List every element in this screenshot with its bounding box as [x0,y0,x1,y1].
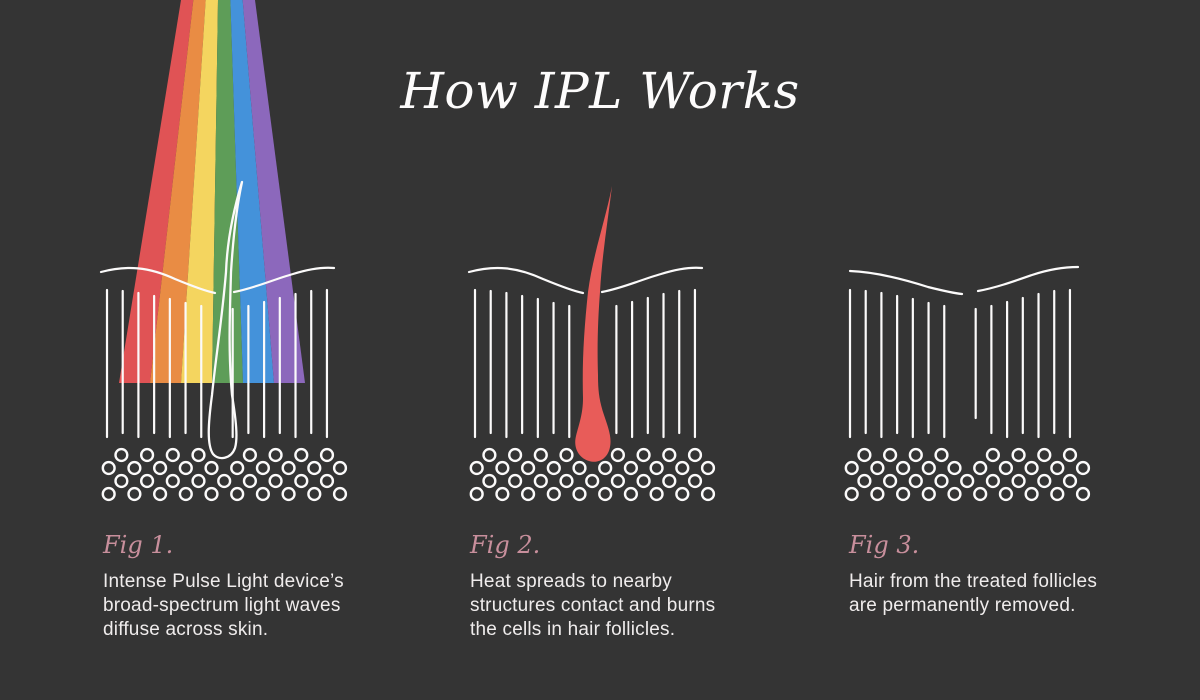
skin-surface-line [467,266,704,295]
figure-1-caption-text: Intense Pulse Light device’s broad-spect… [103,571,344,640]
beam-band-4 [212,0,243,383]
figure-1-label: Fig 1. [103,531,174,559]
skin-cross-section-fig2 [467,186,716,502]
figure-2-caption-block: Fig 2. Heat spreads to nearby structures… [470,531,720,642]
ipl-diagram [99,0,1091,502]
skin-surface-line [848,265,1080,296]
beam-band-2 [150,0,206,383]
heated-hair-follicle [575,186,612,462]
beam-band-3 [181,0,218,383]
dermis-cells [844,447,1091,502]
hair-with-follicle [207,180,244,460]
beam-band-5 [230,0,274,383]
skin-cross-section-fig1 [99,180,348,502]
epidermis-lines [105,288,329,439]
figure-3-caption-text: Hair from the treated follicles are perm… [849,571,1098,616]
figure-1-caption-block: Fig 1. Intense Pulse Light device’s broa… [103,531,353,642]
figure-3-label: Fig 3. [849,531,920,559]
figure-3-caption-block: Fig 3. Hair from the treated follicles a… [849,531,1099,618]
epidermis-lines [848,288,1072,439]
ipl-light-beam [119,0,305,383]
skin-cross-section-fig3 [844,265,1091,502]
figure-2-caption-text: Heat spreads to nearby structures contac… [470,571,716,640]
dermis-cells [101,447,348,502]
skin-surface-line [99,266,336,295]
beam-band-1 [119,0,194,383]
dermis-cells [469,447,716,502]
page-title: How IPL Works [400,62,800,120]
figure-2-label: Fig 2. [470,531,541,559]
beam-band-6 [242,0,305,383]
epidermis-lines [473,288,697,439]
